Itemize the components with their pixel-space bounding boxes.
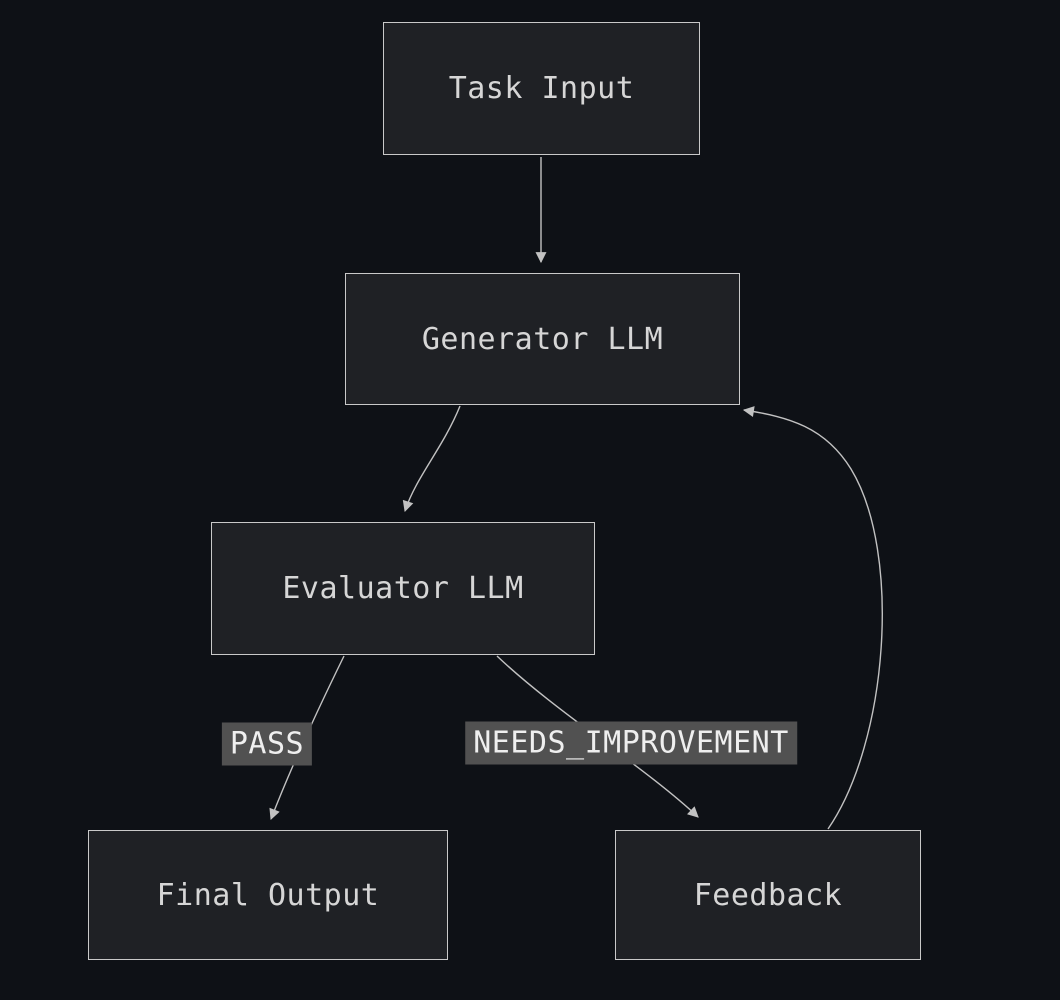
node-generator-llm: Generator LLM bbox=[345, 273, 740, 405]
node-feedback: Feedback bbox=[615, 830, 921, 960]
node-final-output: Final Output bbox=[88, 830, 448, 960]
node-task-input: Task Input bbox=[383, 22, 700, 155]
node-task-input-label: Task Input bbox=[448, 71, 635, 106]
node-final-output-label: Final Output bbox=[156, 877, 380, 913]
node-evaluator-llm-label: Evaluator LLM bbox=[282, 571, 524, 606]
edge-label-pass: PASS bbox=[221, 722, 313, 766]
edge-feedback-to-generator bbox=[742, 406, 883, 830]
node-feedback-label: Feedback bbox=[693, 877, 843, 913]
node-evaluator-llm: Evaluator LLM bbox=[211, 522, 595, 655]
edge-label-needs-improvement: NEEDS_IMPROVEMENT bbox=[465, 721, 797, 765]
edge-generator-to-evaluator bbox=[402, 405, 461, 513]
node-generator-llm-label: Generator LLM bbox=[421, 321, 664, 357]
